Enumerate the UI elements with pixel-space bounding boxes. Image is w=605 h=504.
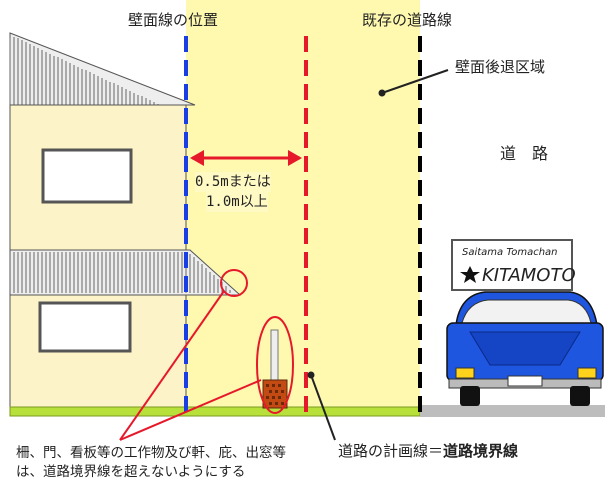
- house-window-lower: [38, 301, 132, 353]
- roof-hatch-upper: [9, 37, 159, 105]
- sign-top-text: Saitama Tomachan: [462, 247, 558, 258]
- sign-board: [451, 239, 573, 291]
- house-window-upper: [41, 148, 133, 204]
- sign-post-ellipse: [256, 316, 294, 414]
- distance-arrow: [190, 150, 302, 166]
- sign-post: [262, 329, 288, 409]
- plan-line-emphasis: 道路境界線: [443, 442, 519, 460]
- plan-line-leader: [310, 374, 336, 441]
- note-leaders: [119, 290, 262, 441]
- roof-hatch-lower: [13, 252, 231, 293]
- setback-leader: [381, 69, 449, 94]
- distance-label-line2: 1.0m以上: [206, 192, 268, 212]
- plan-line-prefix: 道路の計画線＝: [338, 442, 444, 460]
- structures-note: 柵、門、看板等の工作物及び軒、庇、出窓等は、道路境界線を超えないようにする: [16, 445, 286, 480]
- plan-line-leader-dot: [307, 371, 315, 379]
- setback-area-label: 壁面後退区域: [455, 58, 546, 76]
- car: Saitama Tomachan KITAMOTO: [446, 239, 604, 406]
- setback-leader-dot: [378, 89, 386, 97]
- plan-line-label: 道路の計画線＝道路境界線: [338, 440, 518, 461]
- road-surface: [420, 405, 605, 417]
- sign-star-icon: [460, 266, 480, 283]
- ground-strip: [9, 406, 421, 417]
- distance-label-line1: 0.5mまたは: [195, 172, 271, 192]
- road-label: 道 路: [500, 144, 549, 163]
- sign-main-text: KITAMOTO: [482, 265, 576, 286]
- eave-circle: [220, 269, 248, 297]
- wall-line-position-label: 壁面線の位置: [128, 11, 219, 29]
- existing-road-line-label: 既存の道路線: [362, 11, 453, 29]
